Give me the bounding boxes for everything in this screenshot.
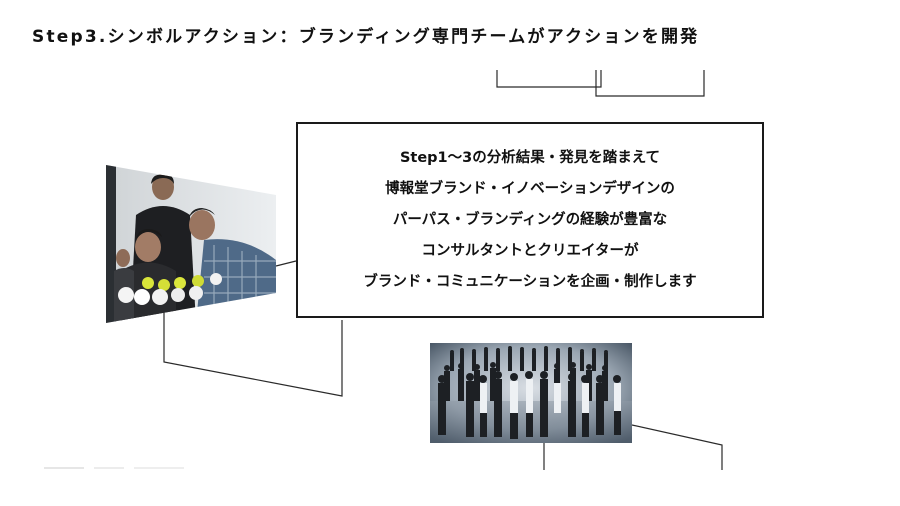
description-line: コンサルタントとクリエイターが	[421, 242, 639, 259]
description-line: パーパス・ブランディングの経験が豊富な	[392, 211, 668, 228]
faint-decoration	[44, 467, 184, 469]
page-title: Step3.シンボルアクション：ブランディング専門チームがアクションを開発	[32, 27, 700, 47]
description-line: Step1〜3の分析結果・発見を踏まえて	[399, 149, 661, 166]
top-bracket-right	[595, 70, 705, 97]
left-connector	[163, 301, 343, 397]
bottom-right-connector	[631, 424, 723, 470]
team-group-photo	[430, 343, 632, 443]
top-bracket-left	[496, 70, 602, 88]
description-line: 博報堂ブランド・イノベーションデザインの	[385, 180, 675, 197]
description-box: Step1〜3の分析結果・発見を踏まえて 博報堂ブランド・イノベーションデザイン…	[296, 122, 764, 318]
description-line: ブランド・コミュニケーションを企画・制作します	[363, 273, 697, 290]
workshop-photo	[106, 165, 276, 323]
photo-to-box-connector	[275, 260, 297, 267]
